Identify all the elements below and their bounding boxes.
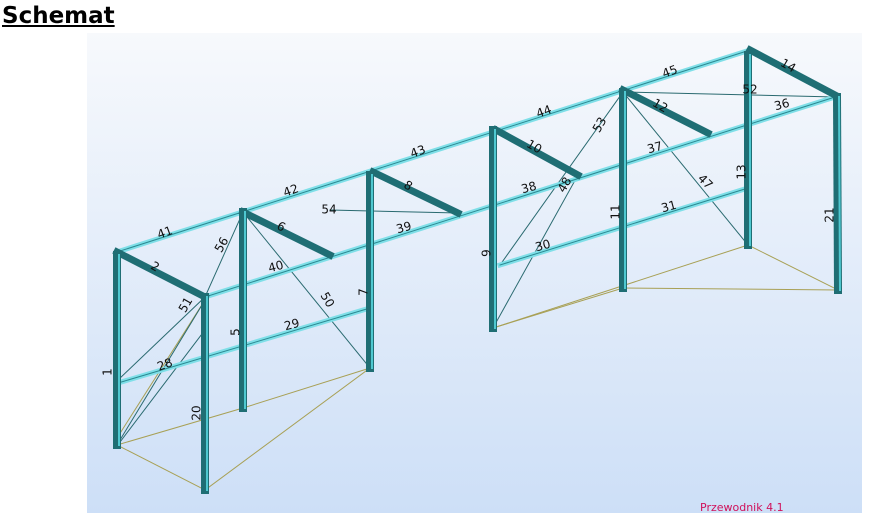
member-label: 20: [190, 405, 204, 420]
member-label: 47: [695, 171, 716, 192]
member-label: 14: [778, 56, 798, 76]
member-label: 50: [318, 290, 338, 310]
member-label: 41: [155, 223, 174, 241]
member-label: 28: [155, 355, 174, 373]
member-label: 39: [395, 219, 413, 236]
member-label: 37: [646, 139, 664, 156]
rafter: [112, 247, 210, 302]
member-label: 51: [176, 295, 196, 315]
rafter: [618, 85, 713, 138]
page-title: Schemat: [2, 3, 115, 29]
member-label: 56: [212, 235, 232, 255]
member-label: 42: [281, 181, 300, 199]
column: [832, 92, 843, 295]
member-label: 29: [283, 316, 301, 333]
brace-member: [329, 209, 459, 214]
brace-member: [622, 91, 836, 98]
member-label: 5: [229, 328, 243, 336]
base-line: [242, 367, 371, 409]
rafter: [491, 125, 583, 180]
member-label: 43: [408, 142, 427, 160]
rafter: [368, 167, 463, 218]
member-label: 52: [742, 83, 757, 97]
member-label: 9: [480, 249, 494, 257]
member-label: 21: [823, 207, 837, 222]
rafter: [238, 207, 335, 260]
member-label: 44: [534, 102, 553, 120]
member-label: 53: [590, 115, 610, 135]
member-label: 11: [609, 204, 623, 219]
rafter: [745, 45, 840, 100]
base-line: [116, 444, 206, 491]
member-label: 13: [735, 164, 749, 179]
brace-member: [622, 91, 749, 246]
member-label: 36: [773, 96, 791, 113]
base-line: [622, 287, 839, 291]
member-label: 45: [660, 62, 679, 80]
brace-member: [499, 91, 624, 266]
brace-member: [117, 296, 206, 381]
eave-beam-front-edge: [204, 96, 836, 298]
frame-model: 1256789101112131420212829303136373839404…: [101, 45, 843, 494]
member-label: 40: [267, 258, 285, 275]
member-label: 10: [524, 137, 544, 157]
base-line: [747, 244, 839, 291]
member-label: 12: [650, 96, 670, 116]
member-label: 7: [357, 288, 371, 296]
base-line: [116, 407, 244, 446]
eave-beam-rear-edge: [116, 49, 751, 253]
brace-member: [242, 211, 371, 369]
base-line: [204, 367, 371, 491]
member-label: 54: [321, 203, 336, 217]
member-label: 38: [520, 179, 538, 196]
member-label: 30: [534, 237, 552, 254]
member-label: 31: [660, 198, 678, 215]
member-label: 48: [555, 175, 575, 195]
brace-member: [204, 211, 244, 298]
member-label: 1: [101, 368, 115, 376]
column-highlight: [837, 95, 842, 292]
brace-member: [119, 329, 206, 443]
footer-text: Przewodnik 4.1: [700, 501, 784, 514]
